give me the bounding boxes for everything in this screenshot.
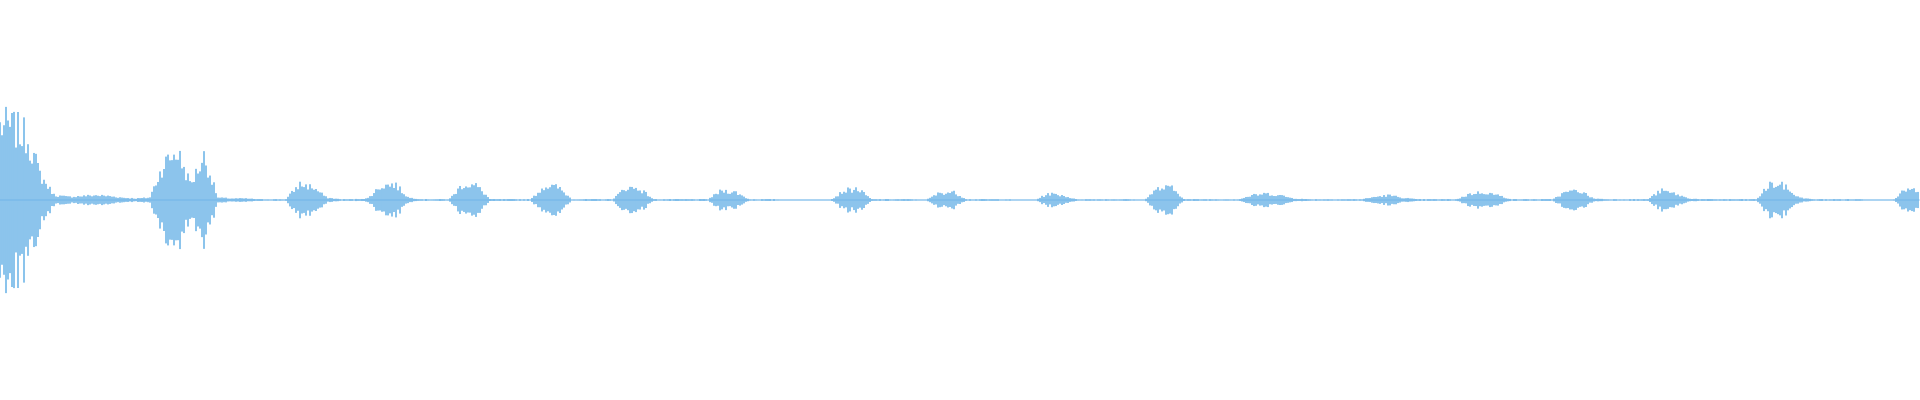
waveform-bars	[0, 106, 1920, 294]
